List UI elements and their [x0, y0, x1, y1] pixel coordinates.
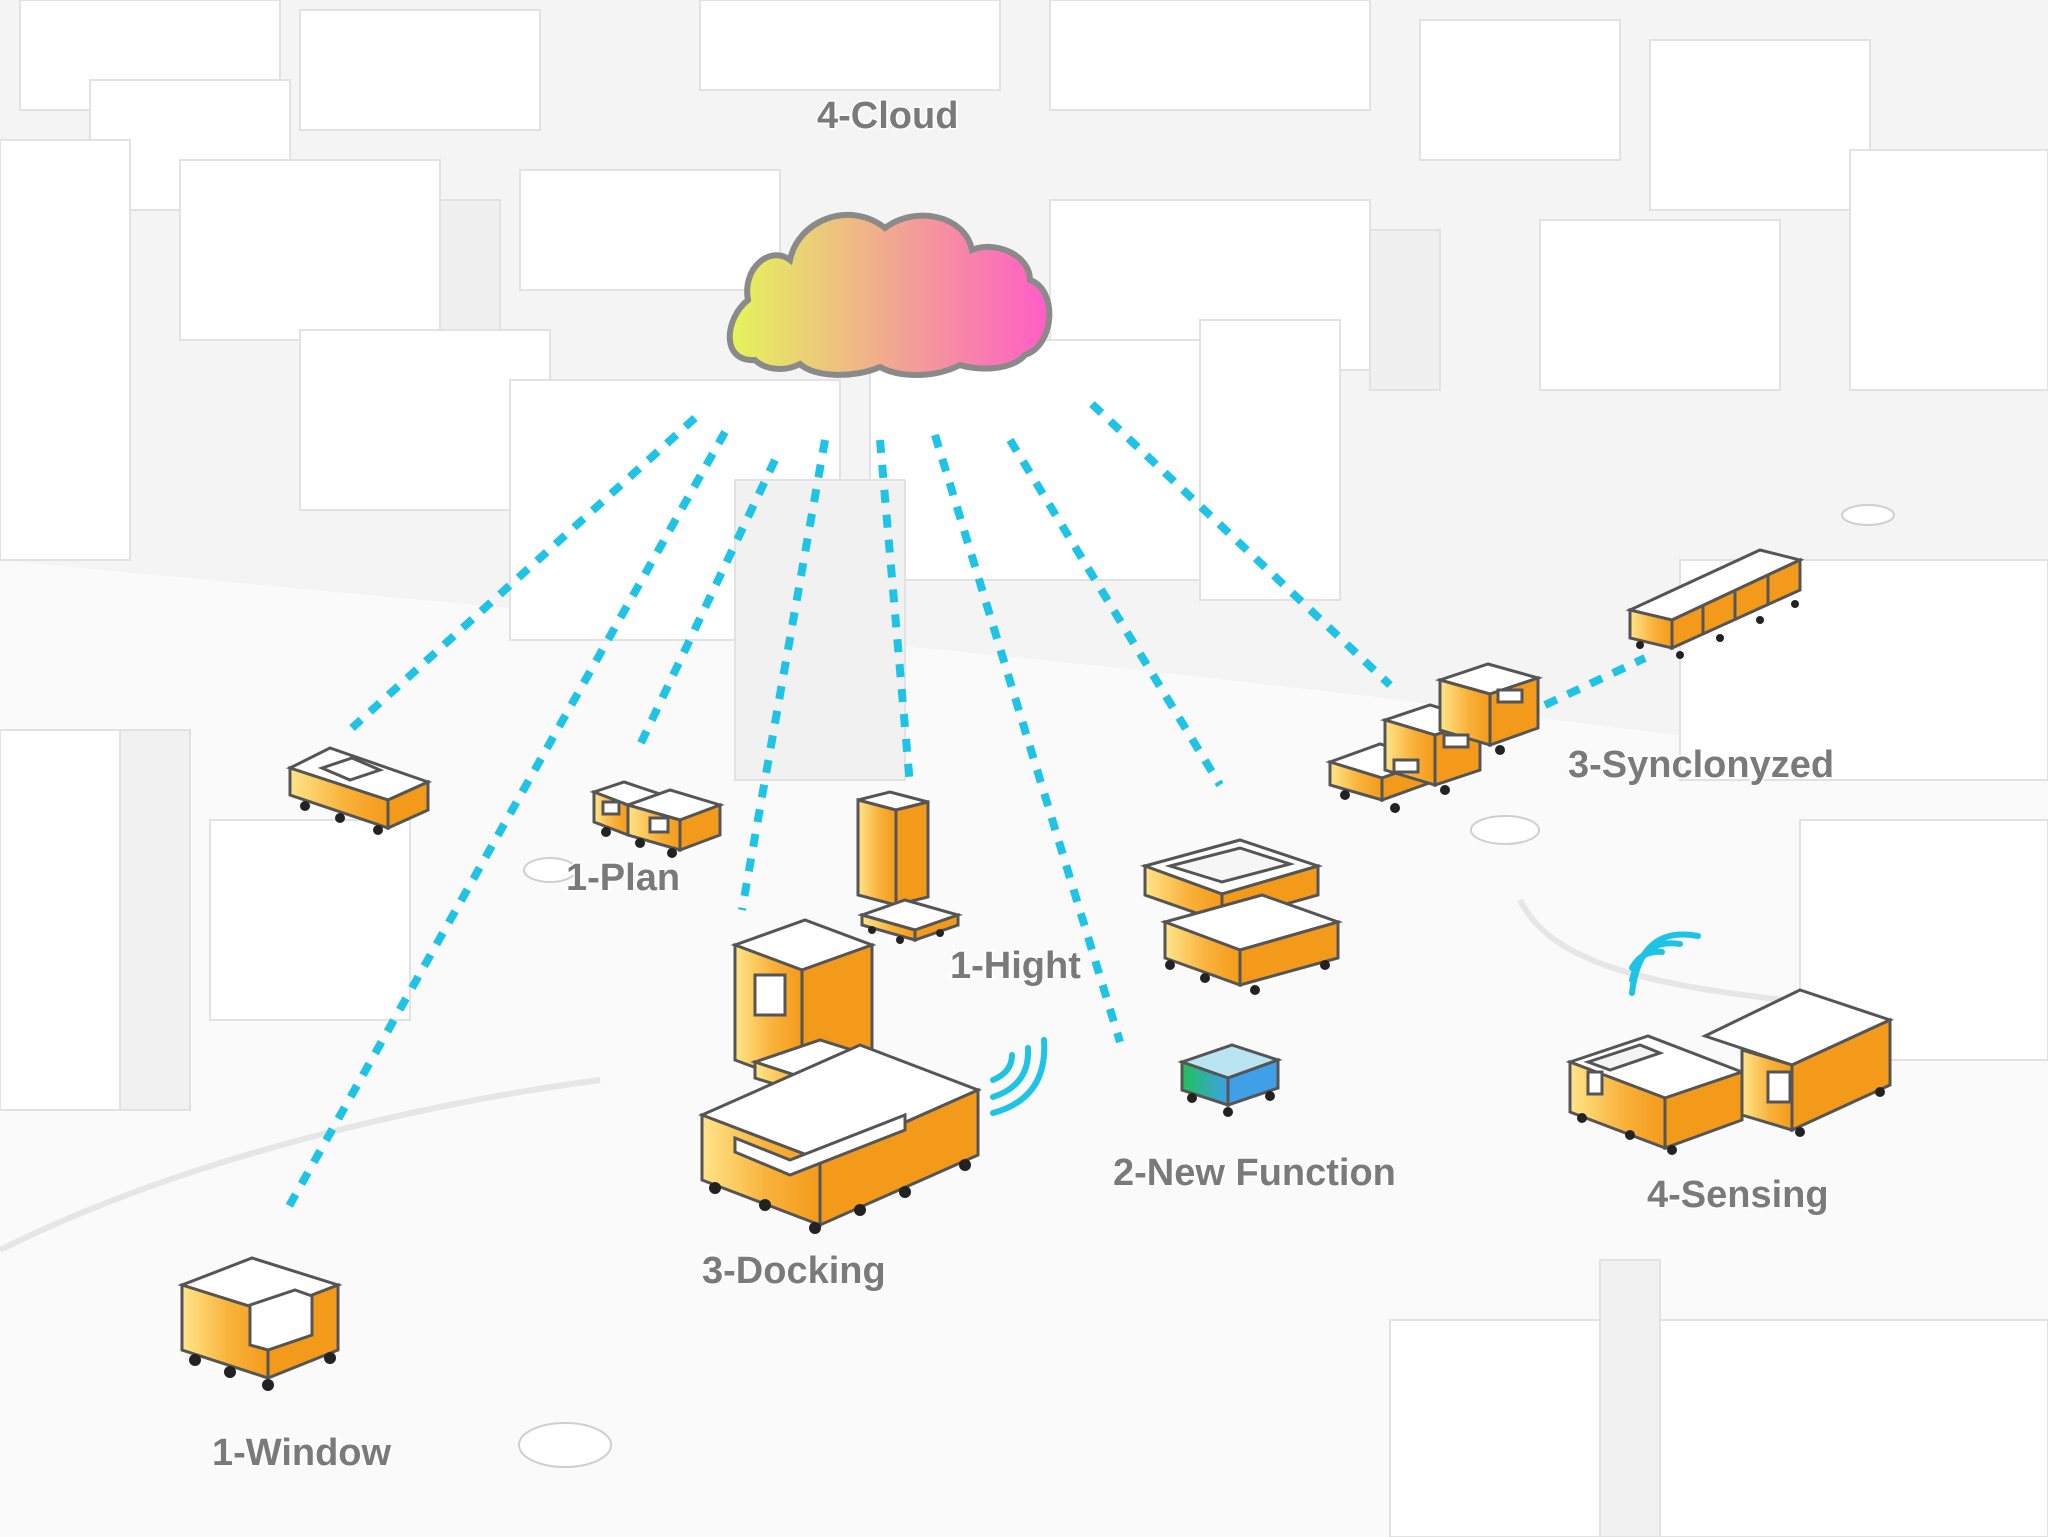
building: [519, 169, 781, 291]
label-plan: 1-Plan: [566, 857, 680, 899]
label-cloud: 4-Cloud: [817, 95, 958, 137]
building: [299, 9, 541, 131]
street-curve: [0, 1077, 601, 1253]
building: [1389, 1319, 1641, 1537]
building: [869, 339, 1201, 581]
building: [179, 159, 441, 341]
wifi-icon: [1629, 931, 1701, 996]
building: [1539, 219, 1781, 391]
module-new-function: [1140, 838, 1343, 995]
cloud-links: [284, 401, 1647, 1210]
building: [699, 0, 1001, 91]
module-plan: [589, 780, 725, 858]
car: [523, 857, 577, 883]
label-docking: 3-Docking: [702, 1250, 886, 1292]
link-line: [931, 433, 1124, 1044]
label-new-function: 2-New Function: [1113, 1152, 1396, 1194]
building: [1199, 319, 1341, 601]
building-side: [734, 479, 906, 781]
module-window-small: [286, 746, 433, 835]
building-side: [1369, 229, 1441, 391]
link-line: [1089, 401, 1393, 688]
car: [1470, 815, 1540, 845]
module-synchronized: [1325, 662, 1544, 813]
building: [1049, 0, 1371, 111]
car: [1841, 504, 1895, 526]
link-line: [349, 415, 698, 731]
module-new-function-unit: [1177, 1043, 1283, 1117]
building: [299, 329, 551, 511]
wifi-icon: [990, 1037, 1048, 1116]
link-line: [876, 439, 914, 786]
module-synchronized-train: [1625, 548, 1805, 659]
building: [209, 819, 411, 1021]
module-docking: [698, 918, 982, 1234]
building-side: [119, 729, 191, 1111]
label-synchronized: 3-Synclonyzed: [1568, 744, 1834, 786]
label-height: 1-Hight: [950, 945, 1081, 987]
label-sensing: 4-Sensing: [1647, 1174, 1829, 1216]
link-line: [1543, 654, 1647, 709]
module-window: [177, 1256, 343, 1391]
building: [1849, 149, 2048, 391]
building: [1649, 39, 1871, 211]
building: [1419, 19, 1621, 161]
link-line: [1006, 437, 1224, 788]
building: [1659, 1319, 2048, 1537]
cloud-icon: [726, 211, 1053, 378]
module-height: [856, 790, 963, 944]
label-window: 1-Window: [212, 1432, 392, 1474]
module-sensing: [1565, 988, 1895, 1155]
building-side: [1599, 1259, 1661, 1537]
building: [0, 139, 131, 561]
car: [518, 1422, 612, 1468]
link-line: [738, 439, 829, 911]
building: [0, 729, 121, 1111]
link-line: [636, 458, 779, 747]
